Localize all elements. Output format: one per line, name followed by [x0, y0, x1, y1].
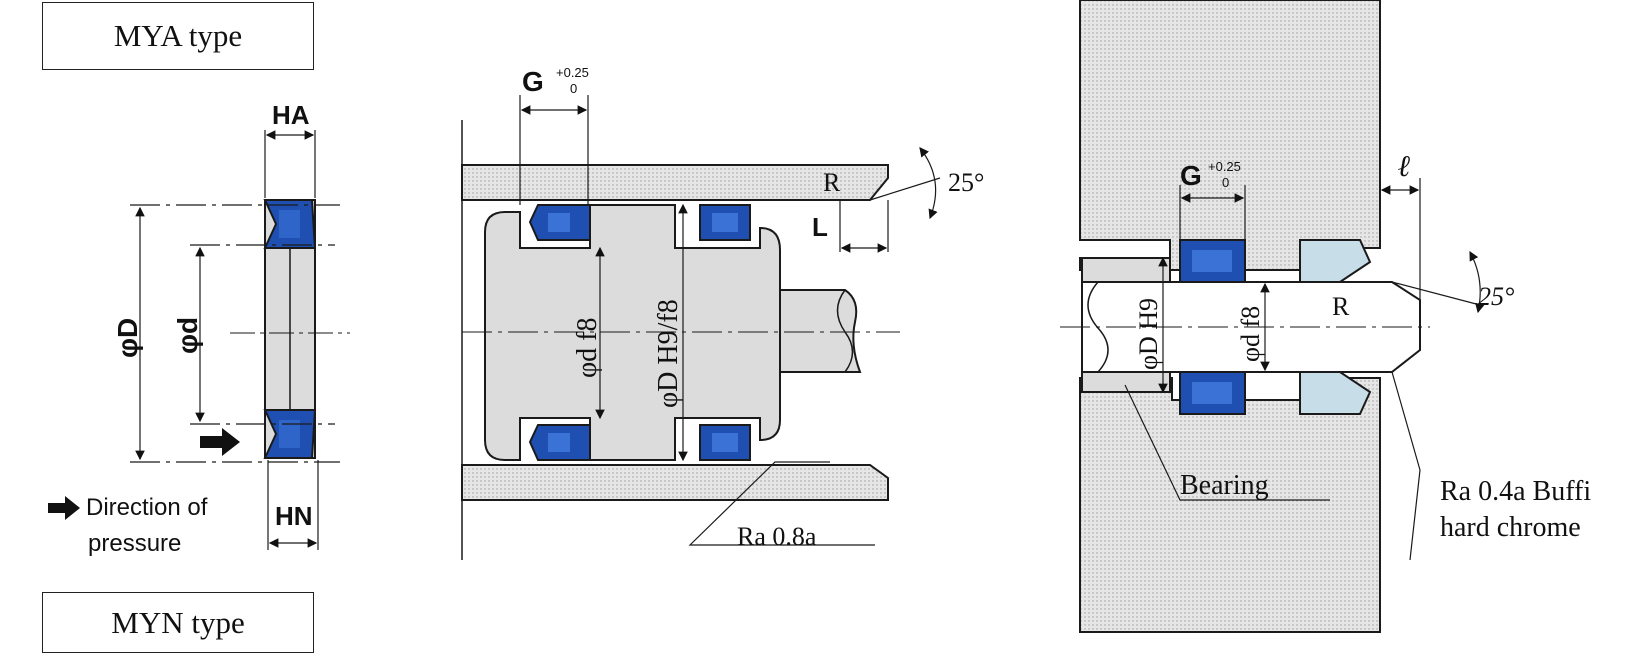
bearing-lower [1081, 371, 1171, 393]
g-tol-zero-middle: 0 [570, 81, 578, 96]
piston-rod [779, 289, 862, 373]
phi-D-H9-label: φD H9 [1134, 297, 1163, 370]
phi-D-label: φD [112, 317, 143, 358]
cylinder-wall-upper [461, 164, 889, 201]
angle-label-middle: 25° [948, 168, 985, 197]
g-label-middle: G [522, 66, 544, 97]
phi-D-H9f8-label: φD H9/f8 [653, 299, 684, 408]
mya-type-label: MYA type [42, 2, 314, 70]
bearing-label: Bearing [1180, 470, 1269, 501]
bearing-upper [1081, 257, 1171, 283]
r-label-middle: R [823, 168, 841, 197]
housing-upper [1079, 0, 1381, 271]
pressure-label: pressure [88, 530, 182, 557]
rod-housing-assembly [1060, 0, 1485, 633]
ha-label: HA [272, 100, 310, 130]
g-label-right: G [1180, 160, 1202, 191]
ra-08-label: Ra 0.8a [737, 522, 817, 551]
myn-type-label: MYN type [42, 592, 314, 653]
hn-label: HN [275, 501, 313, 531]
ell-label: ℓ [1398, 150, 1411, 183]
r-label-right: R [1332, 292, 1350, 321]
pressure-arrow-icon [200, 428, 240, 456]
angle-label-right: 25° [1478, 282, 1515, 311]
piston-body [484, 204, 781, 461]
phi-d-f8-label: φd f8 [572, 317, 603, 378]
wiper-lower [1299, 371, 1372, 415]
piston-assembly [461, 95, 941, 560]
wiper-upper [1299, 239, 1372, 283]
housing-lower [1079, 377, 1381, 633]
g-tol-plus-middle: +0.25 [556, 65, 589, 80]
cylinder-wall-lower [461, 464, 889, 501]
g-tol-zero-right: 0 [1222, 175, 1230, 190]
legend-arrow-icon [48, 496, 80, 520]
direction-label: Direction of [86, 494, 208, 521]
mya-seal-section [48, 130, 350, 550]
phi-d-label: φd [172, 316, 203, 354]
phi-d-f8-right-label: φd f8 [1236, 305, 1265, 362]
ra-04-label: Ra 0.4a Buffi [1440, 476, 1592, 507]
hard-chrome-label: hard chrome [1440, 512, 1581, 543]
l-label: L [812, 212, 828, 242]
g-tol-plus-right: +0.25 [1208, 159, 1241, 174]
